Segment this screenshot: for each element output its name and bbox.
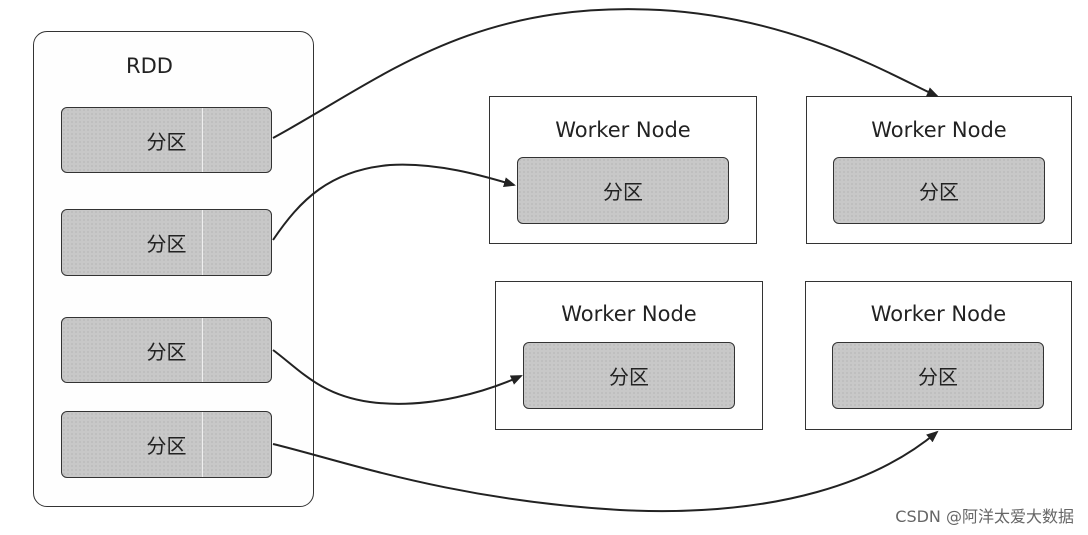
rdd-partition-2: 分区 [61,209,272,276]
worker-partition: 分区 [833,157,1045,224]
arrow-partition3-to-worker3 [272,349,523,405]
rdd-partition-4: 分区 [61,411,272,478]
rdd-partition-1: 分区 [61,107,272,173]
worker-node-title: Worker Node [870,302,1007,326]
worker-node-2: Worker Node 分区 [806,96,1072,244]
worker-partition: 分区 [517,157,729,224]
rdd-partition-3: 分区 [61,317,272,383]
watermark: CSDN @阿洋太爱大数据 [895,507,1074,526]
arrow-partition2-to-worker1 [272,163,516,241]
worker-node-title: Worker Node [561,302,697,326]
worker-node-1: Worker Node 分区 [489,96,757,244]
arrow-partition1-to-worker2 [272,8,939,139]
worker-node-title: Worker Node [871,118,1007,142]
worker-partition: 分区 [523,342,735,409]
worker-node-title: Worker Node [555,118,691,142]
worker-partition: 分区 [832,342,1044,409]
worker-node-4: Worker Node 分区 [805,281,1072,430]
arrow-partition4-to-worker4 [272,430,939,513]
worker-node-3: Worker Node 分区 [495,281,763,430]
rdd-title: RDD [126,54,173,78]
